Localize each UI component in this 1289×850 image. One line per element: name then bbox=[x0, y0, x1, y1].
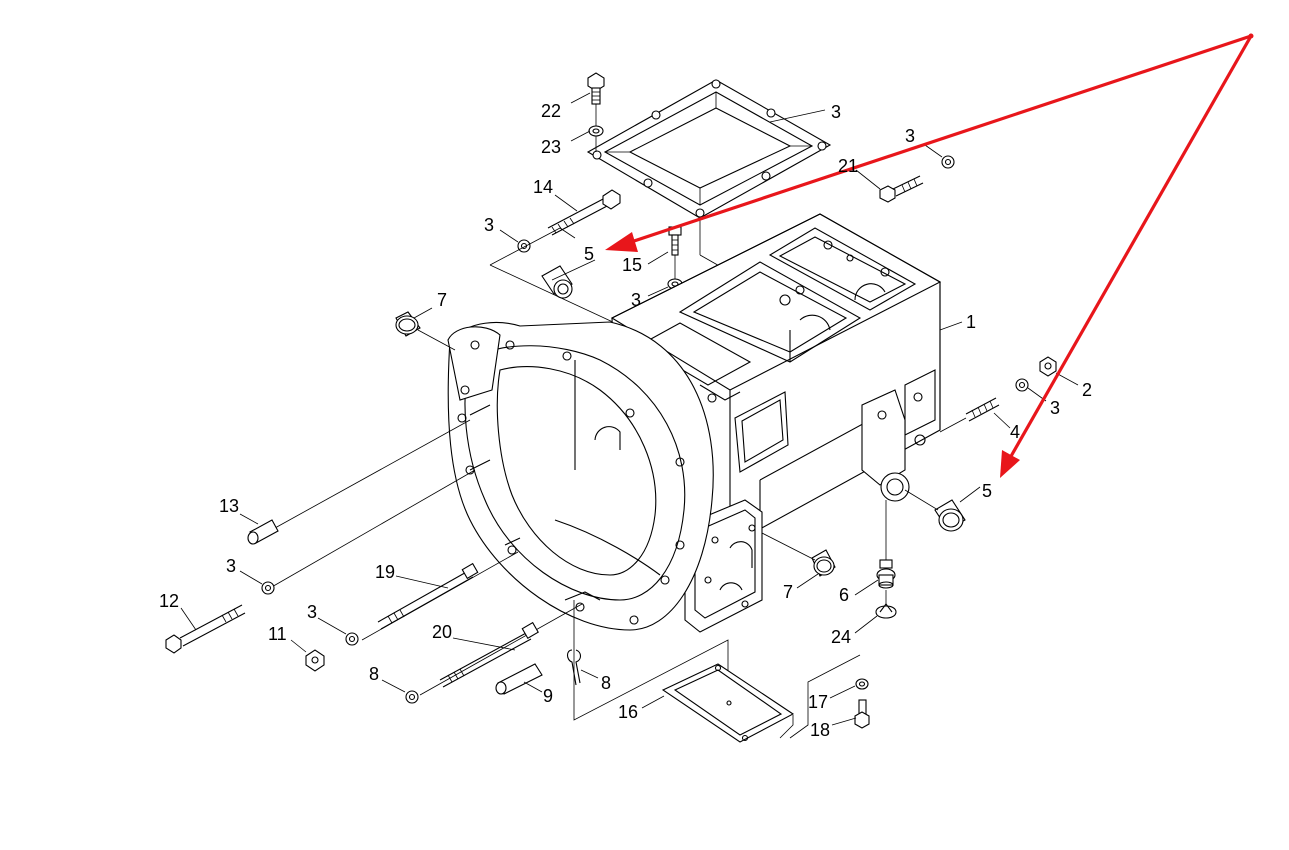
callout-10: 3 bbox=[831, 102, 841, 122]
washer-17 bbox=[855, 678, 869, 690]
bolt-18 bbox=[854, 699, 870, 729]
callout-18: 18 bbox=[810, 720, 830, 740]
red-annotation-arrows bbox=[605, 33, 1254, 478]
callout-leaders bbox=[180, 92, 1079, 726]
top-cover-plate bbox=[586, 79, 832, 219]
callout-3-top-left: 3 bbox=[484, 215, 494, 235]
callout-4: 4 bbox=[1010, 422, 1020, 442]
stud-20 bbox=[439, 621, 539, 688]
callout-3-mid: 3 bbox=[307, 602, 317, 622]
callout-5-top: 5 bbox=[584, 244, 594, 264]
bottom-cover-16 bbox=[661, 663, 795, 743]
stud-19 bbox=[377, 562, 479, 630]
callout-22: 22 bbox=[541, 101, 561, 121]
callout-8: 8 bbox=[601, 673, 611, 693]
callout-3-bottom: 8 bbox=[369, 664, 379, 684]
dowel-sleeve-5-right bbox=[934, 499, 966, 532]
callout-15: 15 bbox=[622, 255, 642, 275]
callout-11: 11 bbox=[268, 624, 287, 644]
callout-20: 20 bbox=[432, 622, 452, 642]
callout-7-bottom: 7 bbox=[783, 582, 793, 602]
dowel-sleeve-5-top bbox=[541, 265, 573, 299]
callout-3-center: 3 bbox=[631, 290, 641, 310]
callout-17: 17 bbox=[808, 692, 828, 712]
washer-3-right bbox=[1015, 378, 1029, 392]
callout-23: 23 bbox=[541, 137, 561, 157]
bolt-22 bbox=[587, 72, 605, 105]
callout-3-top-right: 3 bbox=[905, 126, 915, 146]
washer-23 bbox=[588, 125, 604, 137]
bolt-15 bbox=[668, 226, 682, 256]
pin-9 bbox=[495, 663, 543, 695]
nut-11 bbox=[305, 649, 325, 672]
callout-5-right: 5 bbox=[982, 481, 992, 501]
bushing-7-bottom bbox=[811, 549, 836, 577]
washer-3-bottom bbox=[405, 690, 419, 704]
callout-2: 2 bbox=[1082, 380, 1092, 400]
nut-2 bbox=[1039, 356, 1057, 377]
callout-9: 9 bbox=[543, 686, 553, 706]
pin-13 bbox=[247, 519, 279, 545]
callout-24: 24 bbox=[831, 627, 851, 647]
seal-ring-24 bbox=[875, 603, 897, 619]
callout-13: 13 bbox=[219, 496, 239, 516]
callout-6: 6 bbox=[839, 585, 849, 605]
washer-3-left bbox=[261, 581, 275, 595]
washer-3-top-left bbox=[517, 239, 531, 253]
callout-1: 1 bbox=[966, 312, 976, 332]
washer-3-mid bbox=[345, 632, 359, 646]
bolt-14 bbox=[547, 189, 621, 236]
washer-3-top-right bbox=[941, 155, 955, 169]
callout-16: 16 bbox=[618, 702, 638, 722]
cotter-pin-8 bbox=[566, 649, 582, 686]
callout-21: 21 bbox=[838, 156, 858, 176]
callout-7-top: 7 bbox=[437, 290, 447, 310]
callout-3-right: 3 bbox=[1050, 398, 1060, 418]
callout-12: 12 bbox=[159, 591, 179, 611]
bolt-21 bbox=[879, 175, 924, 203]
callout-3-left: 3 bbox=[226, 556, 236, 576]
bell-housing bbox=[447, 321, 714, 631]
callout-19: 19 bbox=[375, 562, 395, 582]
stud-4 bbox=[965, 397, 1000, 422]
bushing-7-top bbox=[395, 311, 421, 337]
bolt-12 bbox=[165, 604, 246, 654]
drain-plug-6 bbox=[876, 559, 896, 589]
callout-14: 14 bbox=[533, 177, 553, 197]
callout-labels: 22 23 3 3 21 14 3 5 15 3 7 1 2 3 4 5 13 … bbox=[159, 101, 1092, 740]
